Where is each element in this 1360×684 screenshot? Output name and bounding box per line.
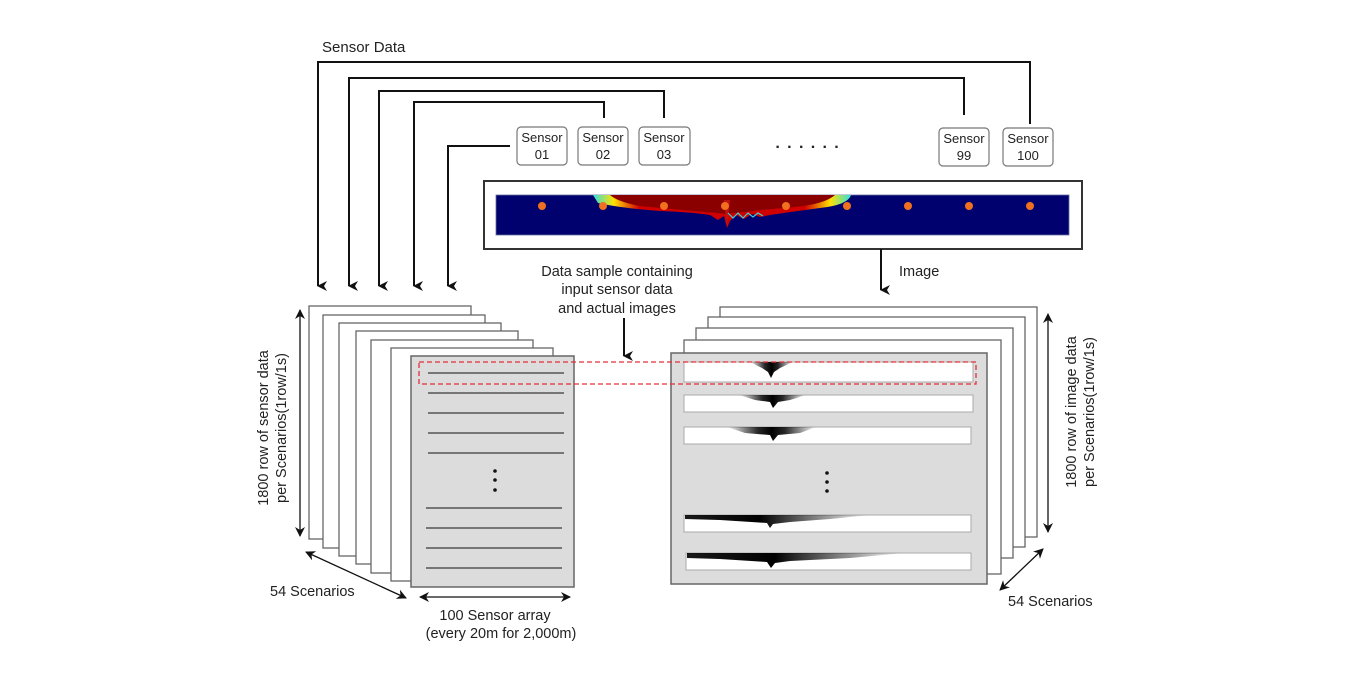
data-sample-label-line-3: and actual images (558, 301, 676, 317)
sensor-box-id: 100 (1017, 148, 1039, 163)
image-row (683, 426, 972, 445)
sensor-data-stack (308, 305, 575, 588)
image-row (683, 361, 974, 383)
sensor-dots (538, 202, 1034, 210)
sensor-dot (1026, 202, 1034, 210)
image-data-stack (670, 306, 1038, 585)
sensor-box-02: Sensor 02 (577, 126, 629, 166)
sensor-box-id: 02 (596, 147, 610, 162)
right-rows-label: 1800 row of image data per Scenarios(1ro… (1064, 335, 1098, 487)
sensor-routing-lines (317, 61, 1031, 291)
sensor-box-01: Sensor 01 (516, 126, 568, 166)
sensor-dot (843, 202, 851, 210)
front-scenario-sheet (670, 352, 988, 585)
sensor-box-id: 03 (657, 147, 671, 162)
sensor-box-label: Sensor (521, 130, 563, 145)
sensor-box-id: 01 (535, 147, 549, 162)
data-sample-label-line-1: Data sample containing (541, 264, 693, 280)
sensor-array-label-line-1: 100 Sensor array (439, 608, 551, 624)
sensor-dot (965, 202, 973, 210)
route-sensor-03 (378, 90, 665, 291)
left-rows-label-line-2: per Scenarios(1row/1s) (274, 353, 290, 503)
sensor-ellipsis: · · · · · · (775, 139, 840, 156)
sensor-dot (599, 202, 607, 210)
vertical-ellipsis-left (493, 469, 497, 492)
sensor-rows (426, 372, 564, 569)
data-sample-highlight (418, 361, 977, 385)
sensor-data-title: Sensor Data (322, 39, 406, 56)
sensor-dot (660, 202, 668, 210)
image-rows (683, 361, 974, 571)
front-scenario-sheet (410, 355, 575, 588)
route-sensor-01 (447, 145, 510, 291)
vertical-ellipsis-right (825, 471, 829, 493)
sensor-box-03: Sensor 03 (638, 126, 691, 166)
right-scenarios-label: 54 Scenarios (1008, 594, 1093, 610)
left-rows-label: 1800 row of sensor data per Scenarios(1r… (256, 349, 290, 506)
sensor-box-label: Sensor (643, 130, 685, 145)
sensor-box-id: 99 (957, 148, 971, 163)
data-sample-label: Data sample containing input sensor data… (541, 264, 693, 317)
simulation-image-frame (483, 180, 1083, 250)
right-scenarios-depth-arrow (999, 548, 1044, 591)
sensor-array-label-line-2: (every 20m for 2,000m) (426, 626, 577, 642)
right-rows-label-line-2: per Scenarios(1row/1s) (1082, 337, 1098, 487)
left-rows-label-line-1: 1800 row of sensor data (256, 349, 272, 506)
sensor-box-label: Sensor (582, 130, 624, 145)
sensor-box-label: Sensor (1007, 131, 1049, 146)
image-label: Image (899, 264, 939, 280)
sensor-dot (904, 202, 912, 210)
sensor-box-100: Sensor 100 (1002, 127, 1054, 167)
image-row (683, 514, 972, 533)
left-scenarios-label: 54 Scenarios (270, 584, 355, 600)
left-scenarios-depth-arrow (305, 551, 407, 599)
image-row (683, 394, 974, 413)
sensor-dot (782, 202, 790, 210)
image-row (685, 552, 972, 571)
route-sensor-99 (348, 77, 965, 291)
sensor-box-label: Sensor (943, 131, 985, 146)
sensor-dot (721, 202, 729, 210)
route-sensor-02 (413, 101, 605, 291)
sensor-boxes: Sensor 01 Sensor 02 Sensor 03 Sensor 99 … (516, 126, 1054, 167)
right-rows-label-line-1: 1800 row of image data (1064, 335, 1080, 487)
sensor-dot (538, 202, 546, 210)
data-sample-label-line-2: input sensor data (561, 282, 673, 298)
sensor-box-99: Sensor 99 (938, 127, 990, 167)
route-sensor-100 (317, 61, 1031, 291)
